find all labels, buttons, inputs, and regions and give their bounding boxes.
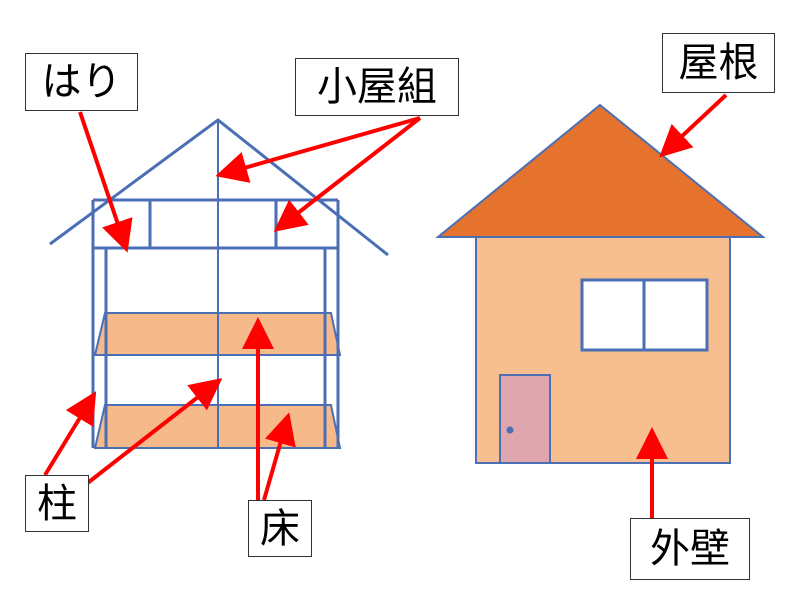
label-hari: はり — [25, 53, 138, 111]
arrow-hashira-1 — [43, 391, 97, 477]
arrow-koyagumi-1 — [215, 116, 421, 183]
label-gaiheki: 外壁 — [630, 518, 750, 580]
arrow-hari — [78, 111, 133, 253]
arrow-yane — [659, 93, 728, 158]
arrow-koyagumi-2 — [273, 116, 422, 232]
label-hashira: 柱 — [25, 475, 89, 532]
label-yane: 屋根 — [662, 33, 775, 93]
arrows — [43, 93, 728, 518]
arrow-hashira-2 — [83, 378, 223, 487]
label-koyagumi: 小屋組 — [295, 58, 459, 116]
door — [499, 374, 551, 464]
label-yuka: 床 — [248, 500, 312, 557]
finished-house — [435, 103, 766, 464]
door-knob — [506, 426, 514, 434]
arrow-yuka-2 — [262, 412, 296, 501]
roof — [435, 103, 766, 238]
